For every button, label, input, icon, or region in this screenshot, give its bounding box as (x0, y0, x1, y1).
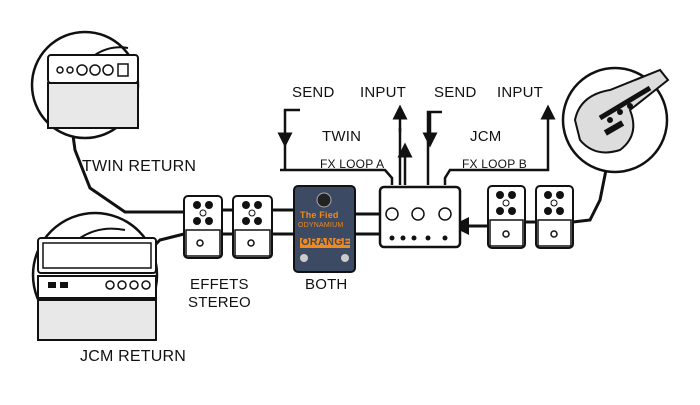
effets-label: EFFETS (190, 276, 249, 293)
stereo-label: STEREO (188, 294, 251, 311)
twin-amp-inset (30, 30, 140, 140)
cables (70, 127, 608, 252)
both-label: BOTH (305, 276, 348, 293)
send-a-label: SEND (292, 84, 335, 101)
stereo-pedal-1 (183, 195, 223, 259)
twin-return-cable (70, 127, 184, 214)
jcm-return-label: JCM RETURN (80, 348, 186, 365)
jcm-amp-inset (31, 211, 159, 341)
fx-loop-b-label: FX LOOP B (462, 157, 527, 171)
orange-pedal-brand: ORANGE (301, 236, 351, 248)
twin-return-label: TWIN RETURN (82, 158, 197, 175)
input-b-label: INPUT (497, 84, 543, 101)
stereo-pedal-2 (232, 195, 273, 259)
orange-pedal-line2: ODYNAMIUM (298, 222, 344, 229)
input-a-label: INPUT (360, 84, 406, 101)
loop-switcher (378, 185, 462, 249)
guitar-inset (561, 66, 670, 174)
jcm-label: JCM (470, 128, 502, 145)
orange-pedal-line1: The Fied (300, 210, 339, 220)
fx-loop-a-label: FX LOOP A (320, 157, 385, 171)
send-b-label: SEND (434, 84, 477, 101)
orange-pedal (293, 185, 356, 273)
twin-label: TWIN (322, 128, 362, 145)
pedal-right-1 (487, 185, 526, 249)
pedal-right-2 (535, 185, 574, 249)
